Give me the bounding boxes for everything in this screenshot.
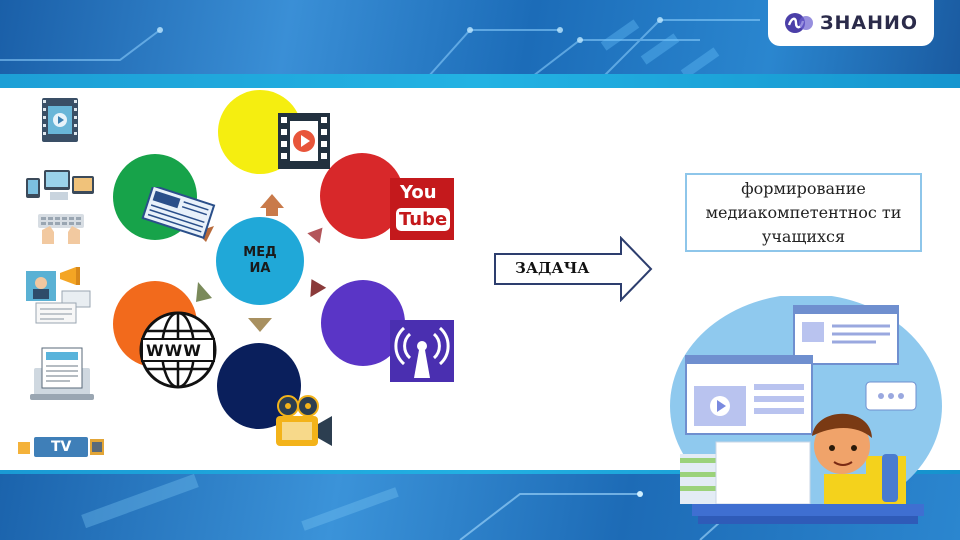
goal-text: формирование медиакомпетентнос ти учащих…	[705, 178, 902, 246]
youtube-you-text: You	[400, 182, 437, 203]
logo[interactable]: ЗНАНИО	[768, 0, 934, 46]
task-arrow-label: ЗАДАЧА	[515, 259, 590, 277]
www-text: WWW	[146, 341, 202, 360]
goal-box: формирование медиакомпетентнос ти учащих…	[685, 173, 922, 252]
diagram-arrows	[196, 194, 327, 332]
arrow-down-icon	[248, 318, 272, 332]
header-tech-pattern	[0, 17, 760, 86]
footer-tech-pattern	[81, 474, 741, 540]
laptop-document-icon	[30, 347, 94, 400]
tv-icon: TV	[18, 436, 106, 458]
devices-icon	[26, 170, 94, 200]
arrow-downright-icon	[310, 279, 327, 298]
youtube-icon: You Tube	[390, 178, 454, 240]
arrow-upright-icon	[307, 227, 323, 244]
movie-camera-icon	[276, 395, 332, 446]
video-strip-icon	[42, 98, 78, 142]
tv-label: TV	[51, 439, 72, 455]
logo-mark-icon	[784, 13, 813, 33]
broadcast-tower-icon	[390, 320, 454, 382]
student-laptop-illustration	[670, 296, 942, 524]
media-center-label: МЕД ИА	[243, 245, 277, 276]
news-podcast-icon	[26, 267, 91, 324]
www-globe-icon: WWW	[138, 309, 218, 391]
task-arrow-shape	[494, 236, 653, 302]
media-center-circle: МЕД ИА	[216, 217, 304, 305]
film-play-icon	[278, 113, 330, 169]
arrow-downleft-icon	[196, 282, 212, 302]
arrow-up-icon	[260, 194, 284, 216]
header-accent-strip	[0, 74, 960, 88]
keyboard-hands-icon	[38, 214, 84, 244]
logo-text: ЗНАНИО	[819, 12, 919, 34]
newspaper-icon	[141, 187, 216, 239]
youtube-tube-text: Tube	[396, 208, 451, 231]
